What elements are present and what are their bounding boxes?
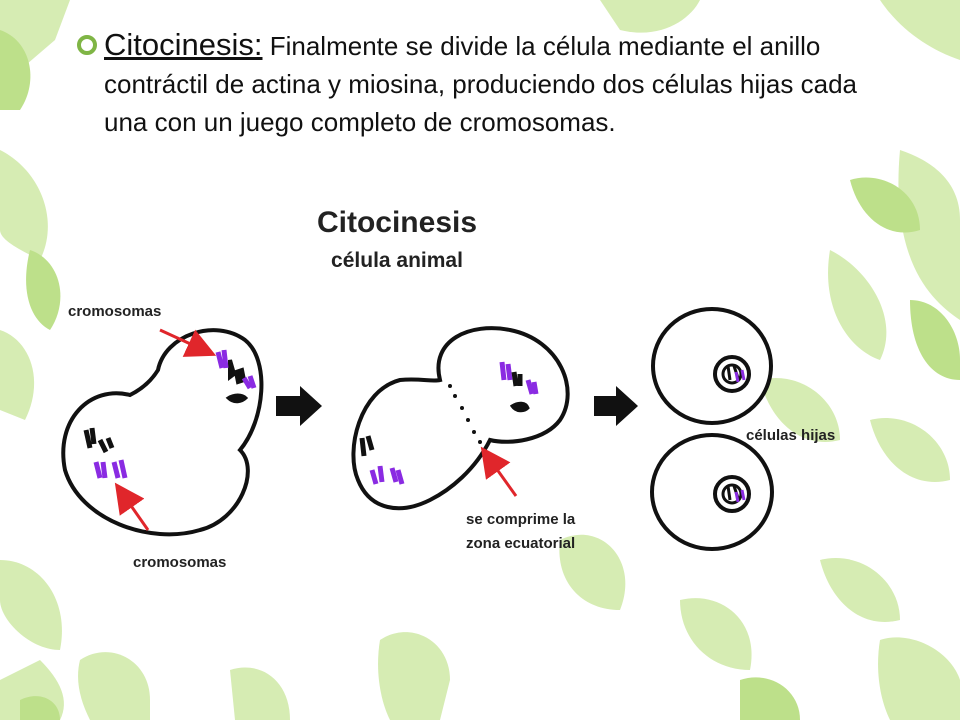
daughter-cell-top [651,307,773,425]
leaf-decoration [230,667,290,720]
chromosome-purple [525,379,539,395]
dividing-cell-outline [61,328,264,537]
leaf-decoration [378,632,450,720]
leaf-decoration [740,677,800,720]
leaf-decoration [898,150,960,320]
chromosome-purple [111,459,128,479]
label-compress-line1: se comprime la [466,511,576,528]
chromosome-black [97,437,115,454]
step-arrow-2 [594,386,638,426]
leaf-decoration [760,378,840,442]
label-chromosomes-top: cromosomas [68,303,161,320]
bullet-text: Citocinesis: Finalmente se divide la cél… [78,26,898,141]
constricting-cell-outline [351,326,570,511]
chromosome-black [225,393,249,404]
leaf-decoration [878,637,960,720]
leaf-decoration [0,330,35,420]
arrow-chromosomes-bottom [114,482,150,531]
arrow-equatorial-zone [480,446,518,497]
chromosome-black [359,435,375,457]
leaf-decoration [828,250,887,360]
leaf-decoration [26,250,61,330]
chromosome-purple [499,361,513,381]
chromosome-purple [215,349,229,369]
leaf-decoration [850,177,920,233]
label-chromosomes-bottom: cromosomas [133,554,226,571]
label-compress-line2: zona ecuatorial [466,535,575,552]
definition-text: Finalmente se divide la célula mediante … [104,31,857,137]
leaf-decoration [880,0,960,60]
bullet-paragraph: Citocinesis: Finalmente se divide la cél… [77,26,898,141]
leaf-decoration [680,598,752,670]
arrow-chromosomes-top [159,328,217,357]
chromosome-black [83,427,97,449]
leaf-decoration [78,652,150,720]
leaf-decoration [820,558,900,622]
leaf-decoration [910,300,960,380]
leaf-decoration [20,696,60,720]
leaf-decoration [870,418,950,482]
chromosome-purple [369,465,385,485]
leaf-decoration [600,0,700,33]
chromosome-black [511,371,523,387]
leaf-decoration [0,30,31,110]
leaf-decoration [559,534,626,610]
daughter-cell-bottom [650,433,774,551]
chromosome-purple [241,375,257,390]
leaf-decoration [0,560,62,650]
equatorial-dots [448,384,482,444]
ring-bullet-icon [77,35,97,55]
label-daughter-cells: células hijas [746,427,835,444]
chromosome-purple [389,467,405,485]
chromosome-purple [93,461,108,479]
step-arrow-1 [276,386,322,426]
diagram-title: Citocinesis [317,206,477,239]
diagram-subtitle: célula animal [331,249,463,272]
term-citocinesis: Citocinesis: [104,27,263,62]
chromosome-black [509,401,530,413]
leaf-decoration [0,150,48,260]
